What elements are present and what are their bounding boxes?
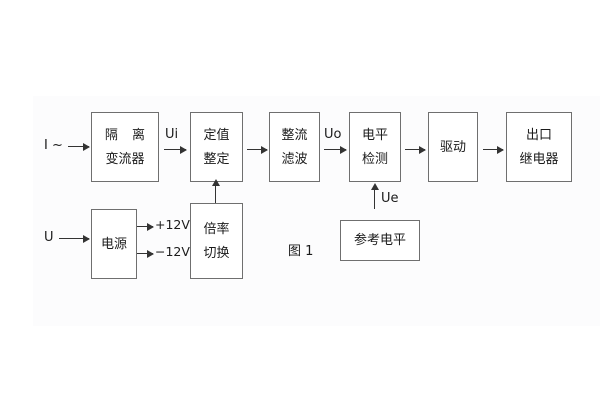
- signal-plus12v-label: +12V: [155, 217, 190, 232]
- block-drive: 驱动: [428, 112, 478, 182]
- block-output-relay-line1: 出口: [525, 127, 552, 143]
- block-setting-value-line1: 定值: [203, 127, 230, 143]
- block-rectify-filter-line1: 整流: [281, 127, 308, 143]
- signal-ui-label: Ui: [165, 127, 179, 142]
- figure-caption: 图 1: [288, 244, 314, 259]
- block-level-detect-line1: 电平: [361, 127, 388, 143]
- block-level-detect: 电平 检测: [349, 112, 401, 182]
- block-isolation-transformer-line1: 隔 离: [104, 127, 151, 143]
- block-power-supply: 电源: [91, 209, 137, 279]
- block-isolation-transformer-line2: 变流器: [105, 151, 145, 167]
- block-ratio-switch: 倍率 切换: [190, 203, 243, 279]
- signal-ue-label: Ue: [381, 191, 399, 206]
- signal-minus12v-label: −12V: [155, 244, 190, 259]
- block-ratio-switch-line2: 切换: [203, 245, 230, 261]
- block-reference-level-line1: 参考电平: [353, 233, 406, 248]
- arrow-drive-to-output-relay: [483, 145, 504, 154]
- block-setting-value: 定值 整定: [190, 112, 243, 182]
- arrow-level-to-drive: [405, 145, 426, 154]
- arrow-voltage-to-power-supply: [59, 234, 90, 243]
- voltage-input-label: U: [44, 230, 54, 245]
- arrow-current-to-isolation: [68, 142, 90, 151]
- arrow-reference-to-level-detect: [370, 183, 379, 209]
- block-output-relay-line2: 继电器: [519, 151, 559, 167]
- arrow-power-minus12v: [137, 249, 154, 258]
- arrow-rectify-to-level: [324, 145, 347, 154]
- arrow-power-plus12v: [137, 222, 154, 231]
- block-power-supply-line1: 电源: [100, 236, 127, 252]
- block-setting-value-line2: 整定: [203, 151, 230, 167]
- block-reference-level: 参考电平: [340, 220, 420, 261]
- signal-uo-label: Uo: [324, 127, 342, 142]
- current-input-label: I ~: [44, 138, 63, 153]
- block-rectify-filter-line2: 滤波: [281, 151, 308, 167]
- block-drive-line1: 驱动: [439, 139, 466, 155]
- block-rectify-filter: 整流 滤波: [269, 112, 320, 182]
- block-isolation-transformer: 隔 离 变流器: [91, 112, 159, 182]
- block-level-detect-line2: 检测: [361, 151, 388, 167]
- block-output-relay: 出口 继电器: [506, 112, 572, 182]
- block-ratio-switch-line1: 倍率: [203, 221, 230, 237]
- arrow-isolation-to-setting: [164, 145, 187, 154]
- arrow-setting-to-rectify: [247, 145, 268, 154]
- arrow-ratio-switch-to-setting: [211, 179, 220, 203]
